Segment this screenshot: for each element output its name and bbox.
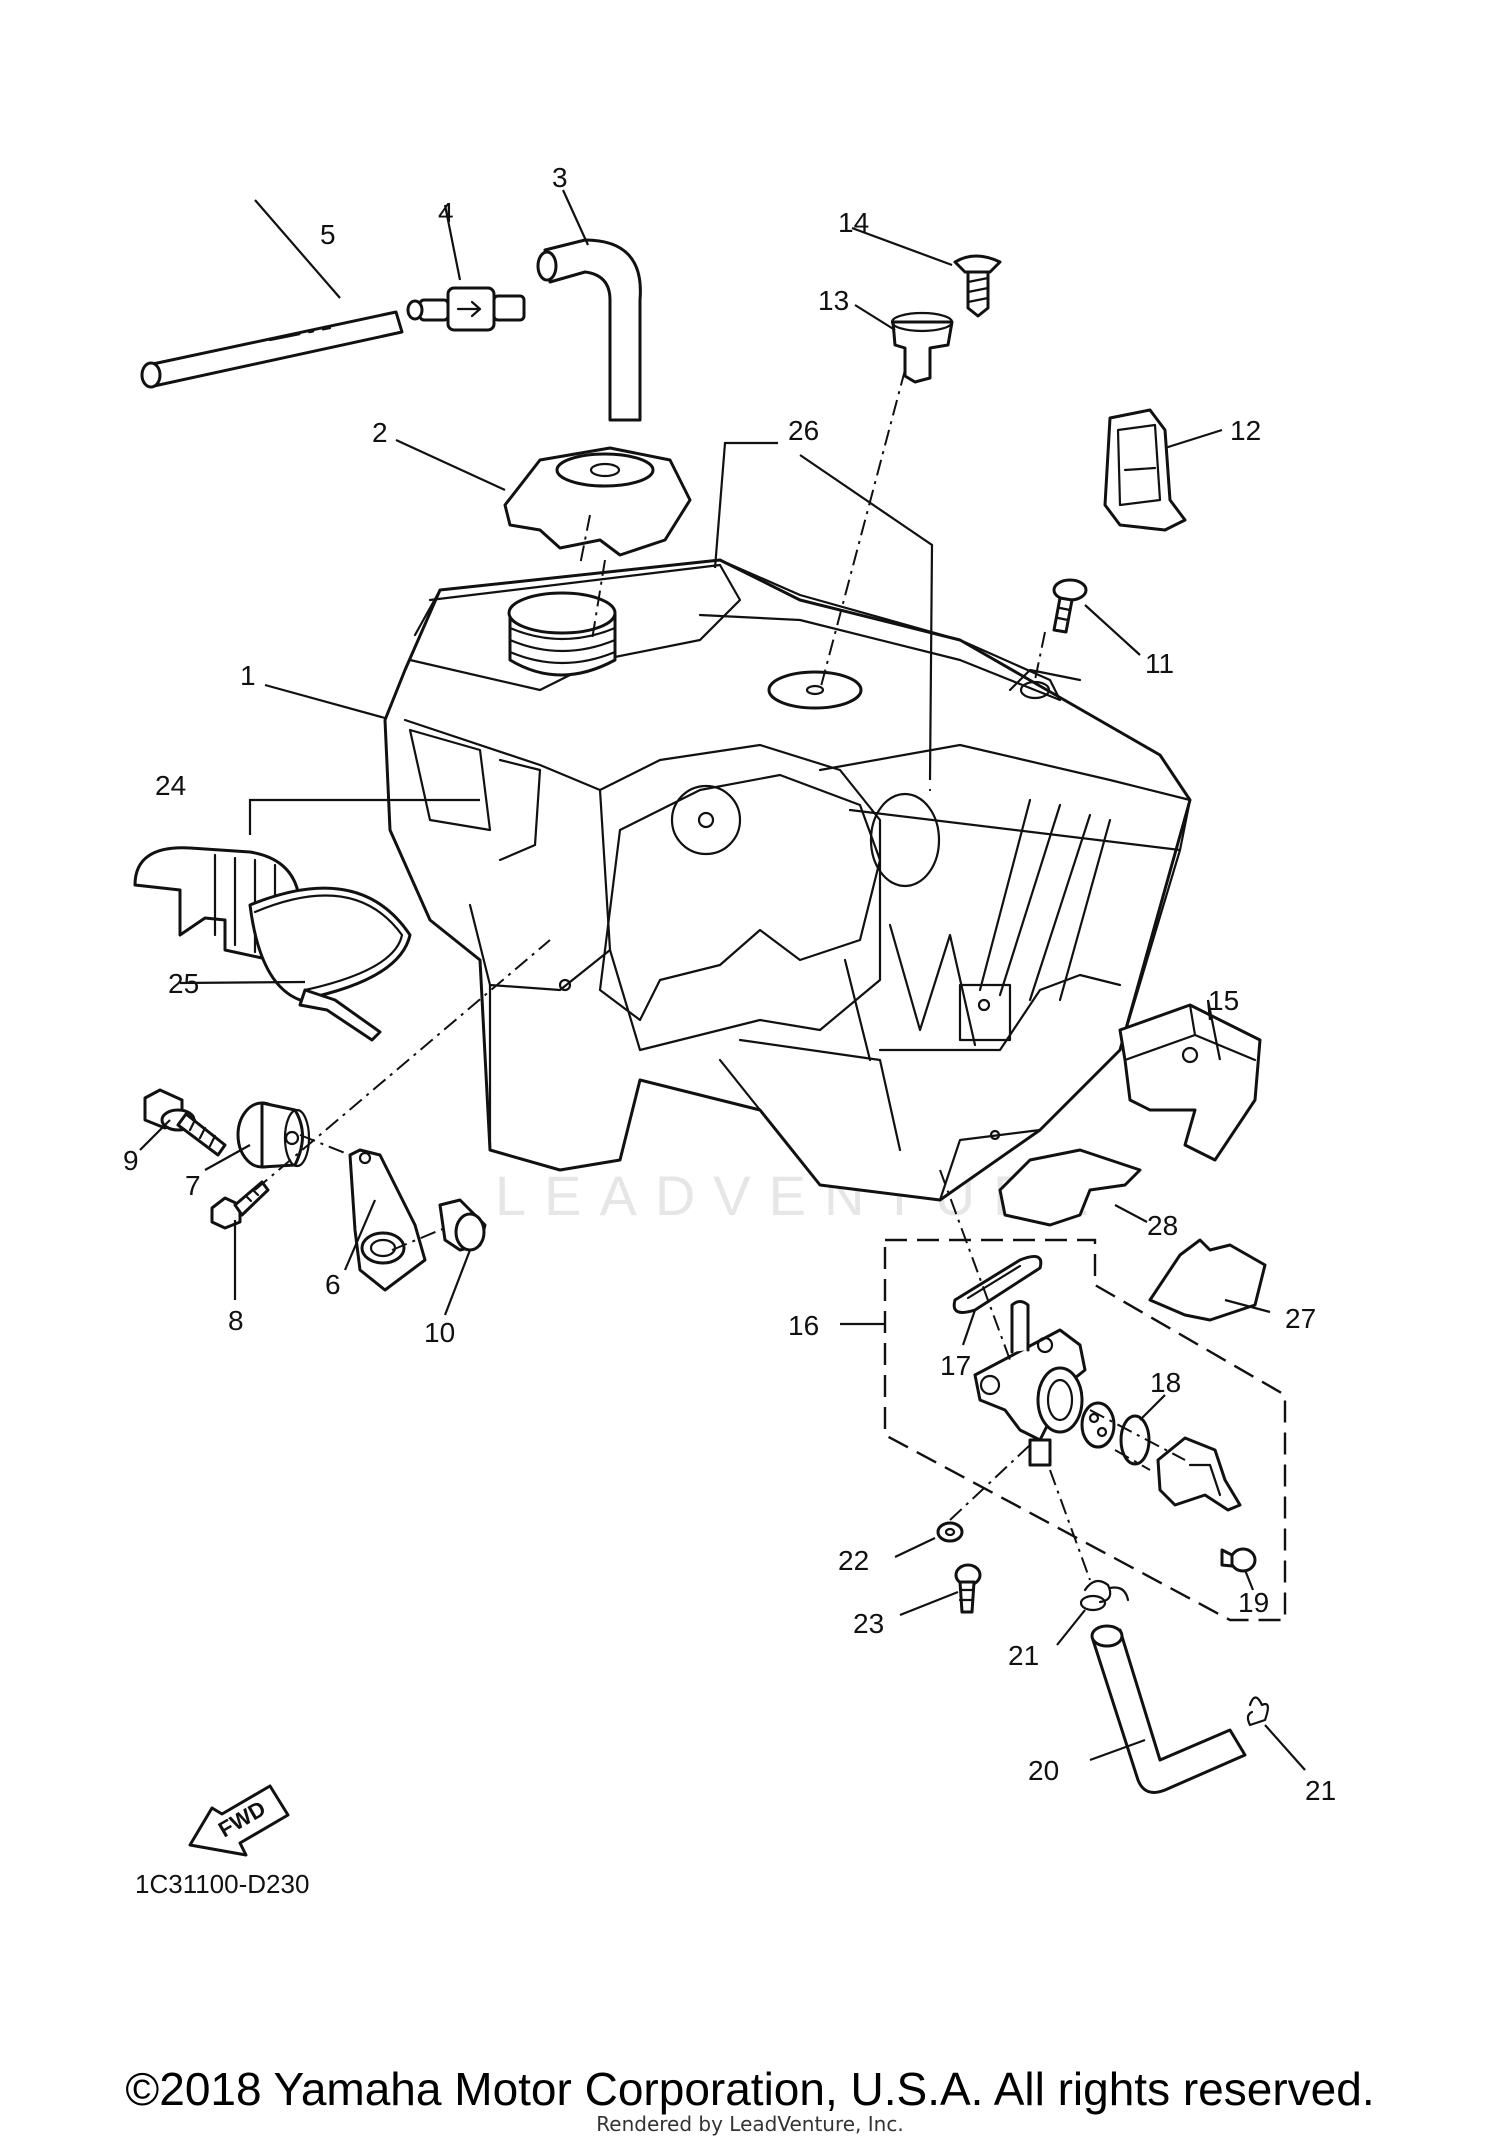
callout-5: 5 (320, 219, 336, 250)
callout-23: 23 (853, 1608, 884, 1639)
callout-21a: 21 (1008, 1640, 1039, 1671)
screw-14 (953, 254, 1002, 318)
clip-21a (1079, 1579, 1130, 1612)
callout-17: 17 (940, 1350, 971, 1381)
bracket-6 (348, 1148, 427, 1292)
callout-18: 18 (1150, 1367, 1181, 1398)
clip-21b (1246, 1696, 1269, 1727)
fuel-hose-20 (1090, 1624, 1247, 1794)
gasket-17 (952, 1254, 1043, 1314)
callout-11: 11 (1145, 648, 1174, 679)
copyright-notice: ©2018 Yamaha Motor Corporation, U.S.A. A… (125, 2063, 1375, 2115)
screw-19 (1220, 1547, 1257, 1573)
screw-23 (954, 1563, 982, 1614)
decal-26 (413, 558, 1062, 702)
callout-7: 7 (185, 1170, 201, 1201)
pad-28 (998, 1148, 1142, 1227)
callout-4: 4 (438, 197, 454, 228)
check-valve (406, 286, 526, 332)
collar-13 (890, 311, 954, 384)
callout-3: 3 (552, 162, 568, 193)
callout-25: 25 (168, 968, 199, 999)
bolt-8 (210, 1180, 270, 1230)
callout-1: 1 (240, 660, 256, 691)
callout-8: 8 (228, 1305, 244, 1336)
collar-10 (438, 1198, 487, 1252)
vent-hose (140, 310, 404, 389)
callout-15: 15 (1208, 985, 1239, 1016)
callout-14: 14 (838, 207, 869, 238)
callout-16: 16 (788, 1310, 819, 1341)
callout-13: 13 (818, 285, 849, 316)
washer-22 (936, 1521, 964, 1543)
alignment-lines (254, 369, 1186, 1581)
rendered-by-credit: Rendered by LeadVenture, Inc. (596, 2112, 904, 2136)
diagram-code: 1C31100-D230 (135, 1869, 309, 1899)
callout-28: 28 (1147, 1210, 1178, 1241)
leader-lines (139, 189, 1306, 1771)
screw-11 (1052, 578, 1088, 634)
callout-22: 22 (838, 1545, 869, 1576)
callout-19: 19 (1238, 1587, 1269, 1618)
callout-24: 24 (155, 770, 186, 801)
callout-27: 27 (1285, 1303, 1316, 1334)
lever (1156, 1436, 1242, 1512)
fwd-arrow: FWD (188, 1784, 290, 1857)
damper-7 (236, 1101, 311, 1169)
cover-15 (1118, 1003, 1262, 1162)
callout-21b: 21 (1305, 1775, 1336, 1806)
bolt-9 (143, 1088, 227, 1157)
fuel-cock-body (973, 1300, 1087, 1467)
callout-2: 2 (372, 417, 388, 448)
fuel-cap (503, 446, 692, 557)
callout-26: 26 (788, 415, 819, 446)
fuel-cock-assembly-box (883, 1238, 1287, 1622)
clip-12 (1103, 408, 1187, 532)
callout-10: 10 (424, 1317, 455, 1348)
watermark-text: LEADVENTURE (495, 1164, 1107, 1227)
pad-27 (1148, 1238, 1267, 1322)
cable-tie (248, 886, 412, 1042)
callout-9: 9 (123, 1145, 139, 1176)
callout-12: 12 (1230, 415, 1261, 446)
breather-hose (536, 238, 642, 422)
callout-6: 6 (325, 1269, 341, 1300)
callout-20: 20 (1028, 1755, 1059, 1786)
seal-ring (1080, 1401, 1116, 1449)
fuel-tank (383, 558, 1192, 1202)
callout-labels: 1 2 3 4 5 6 7 8 9 10 11 12 13 14 15 16 1… (123, 162, 1336, 1806)
